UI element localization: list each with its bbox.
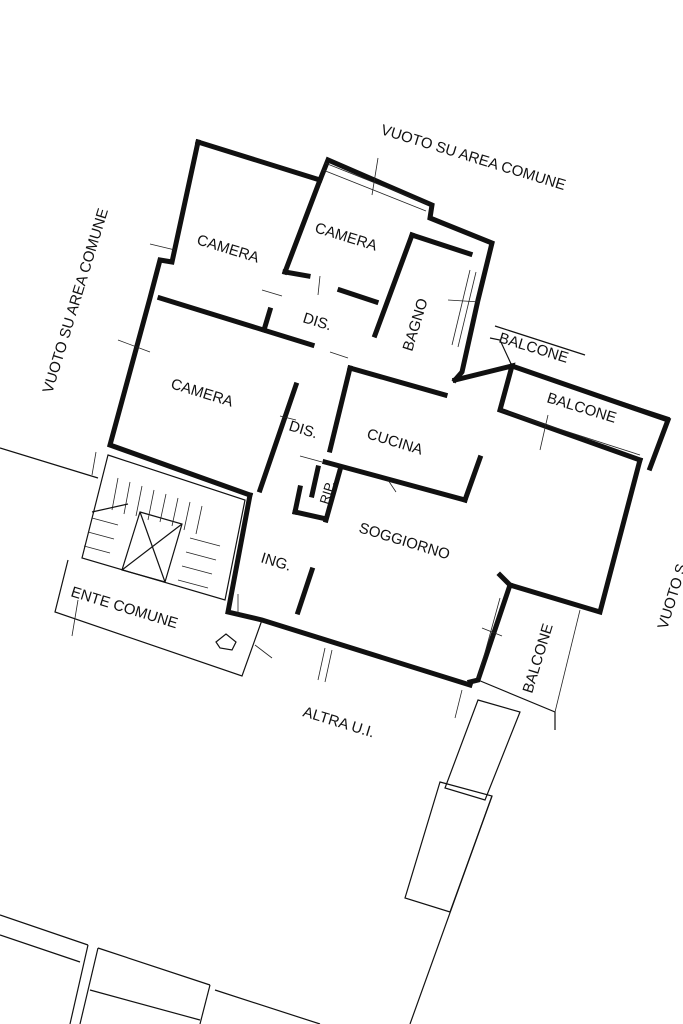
room-label-dis-upper: DIS.: [301, 310, 334, 335]
room-label-camera-w: CAMERA: [169, 376, 235, 411]
room-label-rip: RIP.: [317, 479, 338, 506]
window-marks: [91, 157, 641, 713]
common-landing: [54, 559, 273, 677]
room-label-camera-n: CAMERA: [313, 220, 379, 255]
entrance-arrow-icon: [215, 633, 237, 651]
label-altra-ui: ALTRA U.I.: [301, 704, 377, 742]
room-label-bagno: BAGNO: [400, 296, 432, 353]
room-label-cucina: CUCINA: [365, 426, 425, 459]
label-vuoto-right: VUOTO S: [655, 562, 683, 631]
interior-walls: [156, 176, 484, 616]
label-vuoto-left: VUOTO SU AREA COMUNE: [40, 206, 112, 395]
label-ente-comune: ENTE COMUNE: [69, 584, 180, 633]
dimension-ticks: [237, 275, 463, 719]
balcony-label-bottom: BALCONE: [520, 622, 557, 696]
balcony-label-right: BALCONE: [545, 390, 619, 427]
stairwell: [81, 454, 246, 601]
room-label-camera-nw: CAMERA: [195, 232, 261, 267]
surrounding-lines: [0, 447, 521, 1024]
balcony-outlines: [477, 325, 671, 730]
room-label-dis-lower: DIS.: [287, 418, 320, 443]
balcony-label-upper: BALCONE: [497, 330, 571, 367]
room-label-soggiorno: SOGGIORNO: [357, 520, 452, 564]
label-vuoto-top: VUOTO SU AREA COMUNE: [379, 122, 568, 194]
room-label-ing: ING.: [259, 550, 293, 575]
